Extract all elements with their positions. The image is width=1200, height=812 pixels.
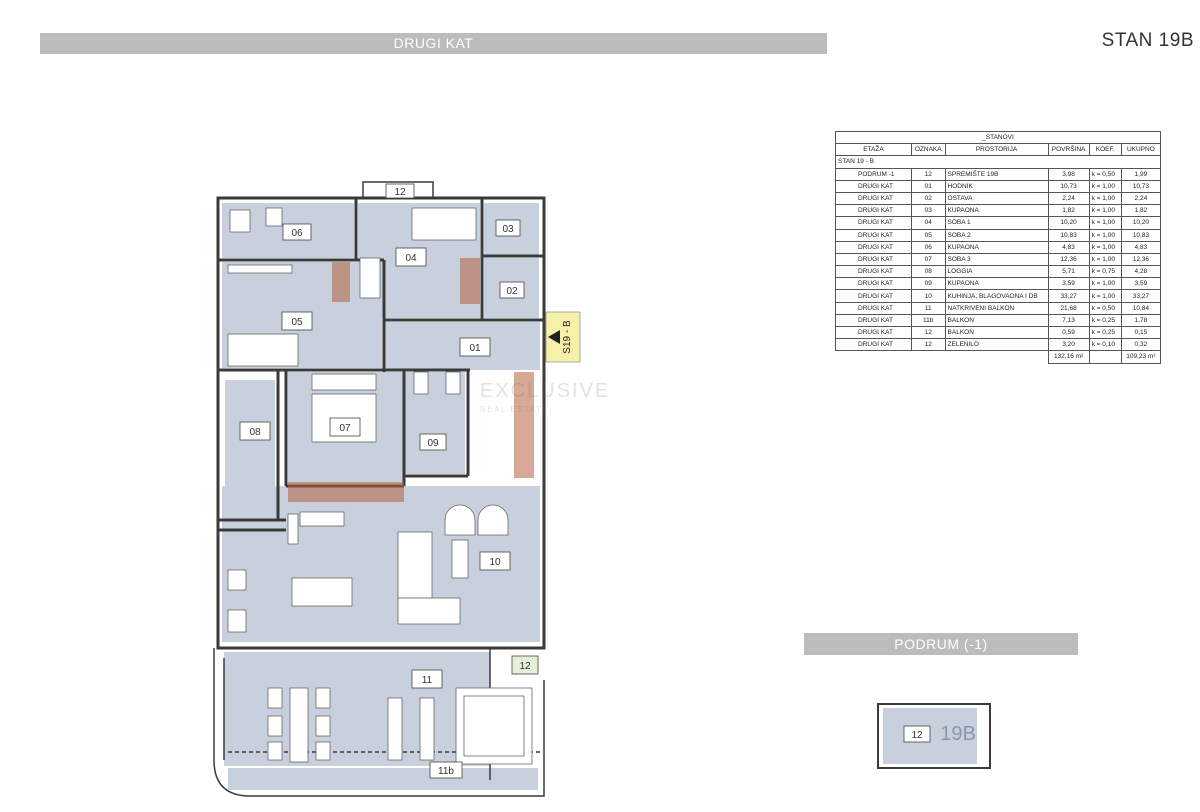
room-12-side-label: 12 xyxy=(511,655,539,675)
room-02-label: 02 xyxy=(499,281,525,299)
svg-text:12: 12 xyxy=(394,187,406,198)
basement-unit-label: 19B xyxy=(940,723,976,745)
basement-room-label: 12 xyxy=(911,730,923,741)
svg-text:01: 01 xyxy=(469,343,481,354)
wardrobe-hatching xyxy=(288,258,534,502)
basement-storage: 12 19B xyxy=(877,703,991,769)
watermark-sub: REAL ESTATE xyxy=(480,405,550,414)
floor-title-bar: DRUGI KAT xyxy=(40,33,827,54)
room-labels: 01 02 03 04 05 06 07 08 09 10 11 11b 12 … xyxy=(239,183,539,779)
room-06-label: 06 xyxy=(282,223,312,241)
section-marker: S19 - B xyxy=(545,311,581,363)
room-03-label: 03 xyxy=(495,219,521,237)
svg-text:06: 06 xyxy=(291,228,303,239)
area-schedule-table: _STANOVI ETAŽA OZNAKA PROSTORIJA POVRŠIN… xyxy=(835,130,1162,364)
total-povrsina: 132,16 m² xyxy=(1047,350,1090,364)
room-08-label: 08 xyxy=(239,421,271,441)
room-09-label: 09 xyxy=(419,433,447,451)
svg-text:11b: 11b xyxy=(438,766,454,777)
schedule-total-row: 132,16 m² 109,23 m² xyxy=(835,350,1162,364)
room-04-label: 04 xyxy=(395,247,427,267)
room-12-top-label: 12 xyxy=(385,183,415,199)
room-01-label: 01 xyxy=(459,337,491,357)
svg-text:05: 05 xyxy=(291,317,303,328)
unit-title: STAN 19B xyxy=(1101,30,1194,51)
watermark-logo: EXCLUSIVE REAL ESTATE xyxy=(480,380,610,414)
svg-text:02: 02 xyxy=(506,286,518,297)
row-ukupno: 33,27 xyxy=(1120,289,1162,303)
watermark-brand: EXCLUSIVE xyxy=(480,380,611,402)
svg-text:09: 09 xyxy=(427,438,439,449)
basement-title-bar: PODRUM (-1) xyxy=(804,633,1078,655)
room-10-label: 10 xyxy=(479,551,511,571)
room-11-label: 11 xyxy=(411,669,443,689)
svg-text:08: 08 xyxy=(249,427,261,438)
svg-text:07: 07 xyxy=(339,423,351,434)
col-ukupno: UKUPNO xyxy=(1120,143,1162,157)
svg-text:03: 03 xyxy=(502,224,514,235)
svg-text:S19 - B: S19 - B xyxy=(562,320,573,354)
total-ukupno: 109,23 m² xyxy=(1120,350,1162,364)
furniture xyxy=(227,207,533,765)
svg-text:10: 10 xyxy=(489,557,501,568)
row-ukupno: 2,24 xyxy=(1120,191,1162,206)
room-05-label: 05 xyxy=(281,311,313,331)
svg-text:12: 12 xyxy=(519,661,531,672)
svg-text:11: 11 xyxy=(422,675,433,686)
room-11b-label: 11b xyxy=(429,761,463,779)
svg-text:04: 04 xyxy=(405,253,417,264)
walls xyxy=(216,196,546,650)
room-07-label: 07 xyxy=(329,417,361,437)
